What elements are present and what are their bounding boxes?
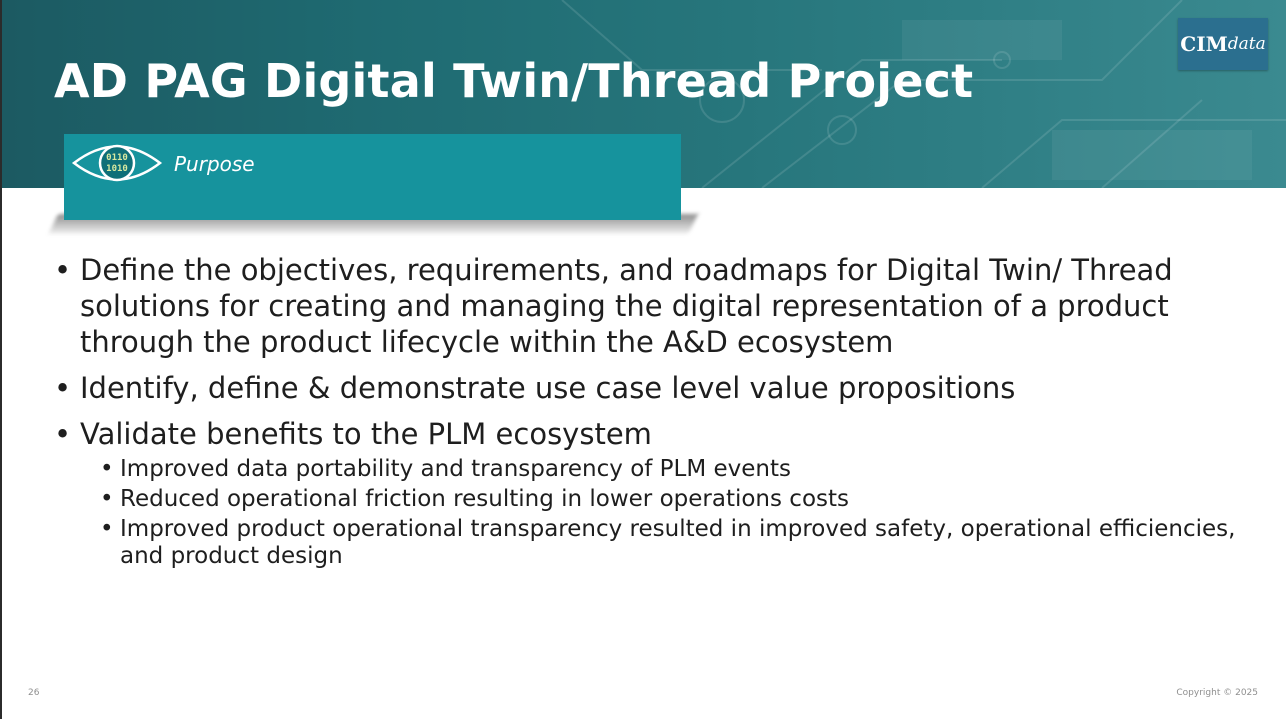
bullet-text: Identify, define & demonstrate use case … bbox=[80, 371, 1016, 405]
binary-top-text: 0110 bbox=[106, 153, 128, 163]
sub-bullet-item: Improved product operational transparenc… bbox=[100, 516, 1274, 570]
bullet-text: Validate benefits to the PLM ecosystem bbox=[80, 417, 652, 451]
slide-title: AD PAG Digital Twin/Thread Project bbox=[54, 54, 974, 108]
bullet-list: Define the objectives, requirements, and… bbox=[54, 252, 1274, 580]
logo-text-bold: CIM bbox=[1180, 32, 1228, 56]
sub-bullet-item: Improved data portability and transparen… bbox=[100, 456, 1274, 483]
binary-bottom-text: 1010 bbox=[106, 164, 128, 174]
copyright-notice: Copyright © 2025 bbox=[1176, 688, 1258, 698]
purpose-box: 0110 1010 Purpose bbox=[64, 134, 681, 220]
sub-bullet-item: Reduced operational friction resulting i… bbox=[100, 486, 1274, 513]
bullet-item: Define the objectives, requirements, and… bbox=[54, 252, 1274, 360]
page-number: 26 bbox=[28, 688, 40, 698]
bullet-item: Identify, define & demonstrate use case … bbox=[54, 370, 1274, 406]
eye-binary-icon: 0110 1010 bbox=[71, 144, 163, 182]
purpose-label: Purpose bbox=[174, 152, 255, 176]
logo-text-light: data bbox=[1227, 34, 1266, 54]
bullet-text: Define the objectives, requirements, and… bbox=[80, 253, 1173, 359]
sub-bullet-list: Improved data portability and transparen… bbox=[80, 456, 1274, 570]
bullet-item: Validate benefits to the PLM ecosystem I… bbox=[54, 416, 1274, 570]
circuit-texture-decoration bbox=[561, 0, 1286, 188]
